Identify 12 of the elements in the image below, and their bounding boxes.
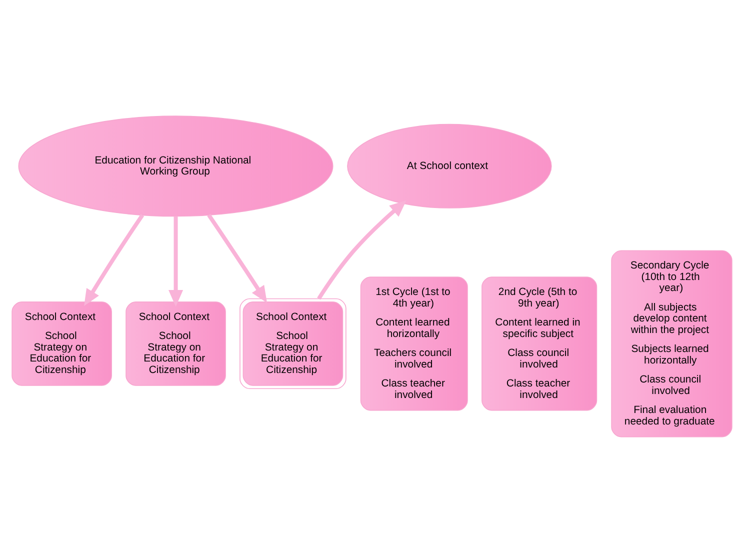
node-box: School Context School Strategy on Education for Citizenship [126, 302, 226, 386]
node-box: 1st Cycle (1st to 4th year) Content learned horizontally Teachers council involved Class teacher involved [360, 276, 468, 411]
arrow [168, 216, 184, 307]
node-ellipse: At School context [347, 124, 552, 208]
arrow [84, 214, 144, 306]
node-ellipse: Education for Citizenship National Working Group [18, 116, 334, 217]
node-box: Secondary Cycle (10th to 12th year) All subjects develop content within the project Subjects learned horizontally Class council involved Final evaluation needed to graduate [611, 250, 732, 438]
arrow [207, 214, 268, 303]
node-box: School Context School Strategy on Education for Citizenship [12, 302, 112, 386]
node-box: School Context School Strategy on Education for Citizenship [240, 298, 346, 390]
arrow [317, 200, 406, 300]
node-box: 2nd Cycle (5th to 9th year) Content learned in specific subject Class council involved Class teacher involved [482, 276, 598, 411]
